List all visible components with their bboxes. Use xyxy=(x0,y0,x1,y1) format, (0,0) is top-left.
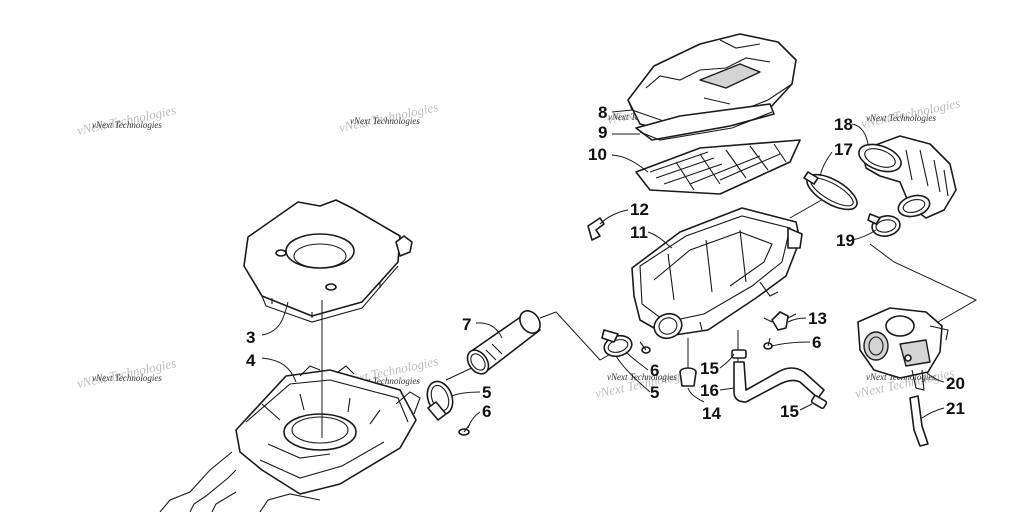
watermark-5: vNext Technologies vNext Technologies xyxy=(76,355,178,391)
callout-8: 8 xyxy=(598,103,607,122)
callout-15-upper: 15 xyxy=(700,359,719,378)
part-14-drain-plug xyxy=(679,367,697,387)
part-18-intake-boot xyxy=(858,135,957,219)
callout-3: 3 xyxy=(246,328,255,347)
leader-12 xyxy=(599,209,629,225)
svg-text:vNext Technologies: vNext Technologies xyxy=(866,113,936,123)
connector-19-to-carb xyxy=(869,243,978,323)
callout-6-right: 6 xyxy=(812,333,821,352)
svg-text:vNext Technologies: vNext Technologies xyxy=(92,373,162,383)
part-21-vent-hose xyxy=(909,395,929,447)
part-duct-fragment xyxy=(159,451,321,512)
callout-5-middle: 5 xyxy=(650,383,659,402)
part-5-clamp-left xyxy=(426,380,454,421)
svg-text:vNext Technologies: vNext Technologies xyxy=(607,372,677,382)
leader-5-left xyxy=(451,391,481,397)
leader-6-left xyxy=(467,411,481,429)
connector-7-to-box xyxy=(539,311,615,361)
leader-10 xyxy=(611,154,649,173)
part-10-filter-screen xyxy=(635,139,801,195)
part-20-carburetor xyxy=(857,307,949,391)
leader-14 xyxy=(687,387,705,403)
part-4-base-housing xyxy=(235,365,421,495)
callout-15-lower: 15 xyxy=(780,402,799,421)
callout-21: 21 xyxy=(946,399,965,418)
callout-7: 7 xyxy=(462,315,471,334)
part-17-clamp xyxy=(803,171,858,211)
leader-21 xyxy=(921,407,945,419)
leader-11 xyxy=(647,231,673,249)
leader-17 xyxy=(819,151,833,177)
callout-13: 13 xyxy=(808,309,827,328)
leader-15-upper xyxy=(719,353,735,369)
part-5-clamp-middle xyxy=(601,329,633,358)
leader-18 xyxy=(851,123,869,145)
part-6-screw-middle xyxy=(639,341,651,354)
callout-5-left: 5 xyxy=(482,383,491,402)
leader-15-lower xyxy=(799,403,813,411)
part-6-screw-right xyxy=(763,337,773,350)
part-15-clamp-lower xyxy=(810,394,828,410)
svg-text:vNext Technologies: vNext Technologies xyxy=(350,376,420,386)
part-3-cover-plate xyxy=(243,199,413,323)
part-13-bracket xyxy=(763,311,797,331)
watermark-1: vNext Technologies vNext Technologies xyxy=(76,102,178,138)
callout-12: 12 xyxy=(630,200,649,219)
leader-16 xyxy=(719,387,735,391)
part-16-drain-hose xyxy=(733,361,825,403)
svg-text:vNext Technologies: vNext Technologies xyxy=(92,120,162,130)
callout-16: 16 xyxy=(700,381,719,400)
part-7-intake-tube xyxy=(466,310,541,375)
callout-11: 11 xyxy=(630,223,648,242)
leader-8 xyxy=(611,109,633,113)
callout-6-left: 6 xyxy=(482,402,491,421)
callout-14: 14 xyxy=(702,404,721,423)
part-12-clip xyxy=(587,217,605,241)
callout-17: 17 xyxy=(834,140,853,159)
svg-text:vNext Technologies: vNext Technologies xyxy=(350,116,420,126)
watermark-2: vNext Technologies vNext Technologies xyxy=(338,99,440,135)
leader-6-right xyxy=(771,341,811,347)
callout-9: 9 xyxy=(598,123,607,142)
leader-7 xyxy=(475,322,503,339)
part-9-filter-element xyxy=(635,103,775,141)
callout-4: 4 xyxy=(246,351,256,370)
leader-5-middle xyxy=(615,355,651,393)
callout-20: 20 xyxy=(946,374,965,393)
callout-18: 18 xyxy=(834,115,853,134)
leader-20 xyxy=(925,371,945,383)
leader-3 xyxy=(261,301,289,336)
part-11-airbox-body xyxy=(631,207,803,340)
callout-19: 19 xyxy=(836,231,855,250)
leader-19 xyxy=(851,229,877,241)
part-15-clamp-upper xyxy=(731,349,747,359)
callout-6-middle: 6 xyxy=(650,361,659,380)
leader-4 xyxy=(261,357,297,383)
callout-10: 10 xyxy=(588,145,607,164)
leader-13 xyxy=(787,317,807,323)
leader-6-middle xyxy=(625,351,649,371)
part-19-clamp xyxy=(867,213,901,237)
watermark-4: vNext Technologies vNext Technologies xyxy=(860,95,962,131)
